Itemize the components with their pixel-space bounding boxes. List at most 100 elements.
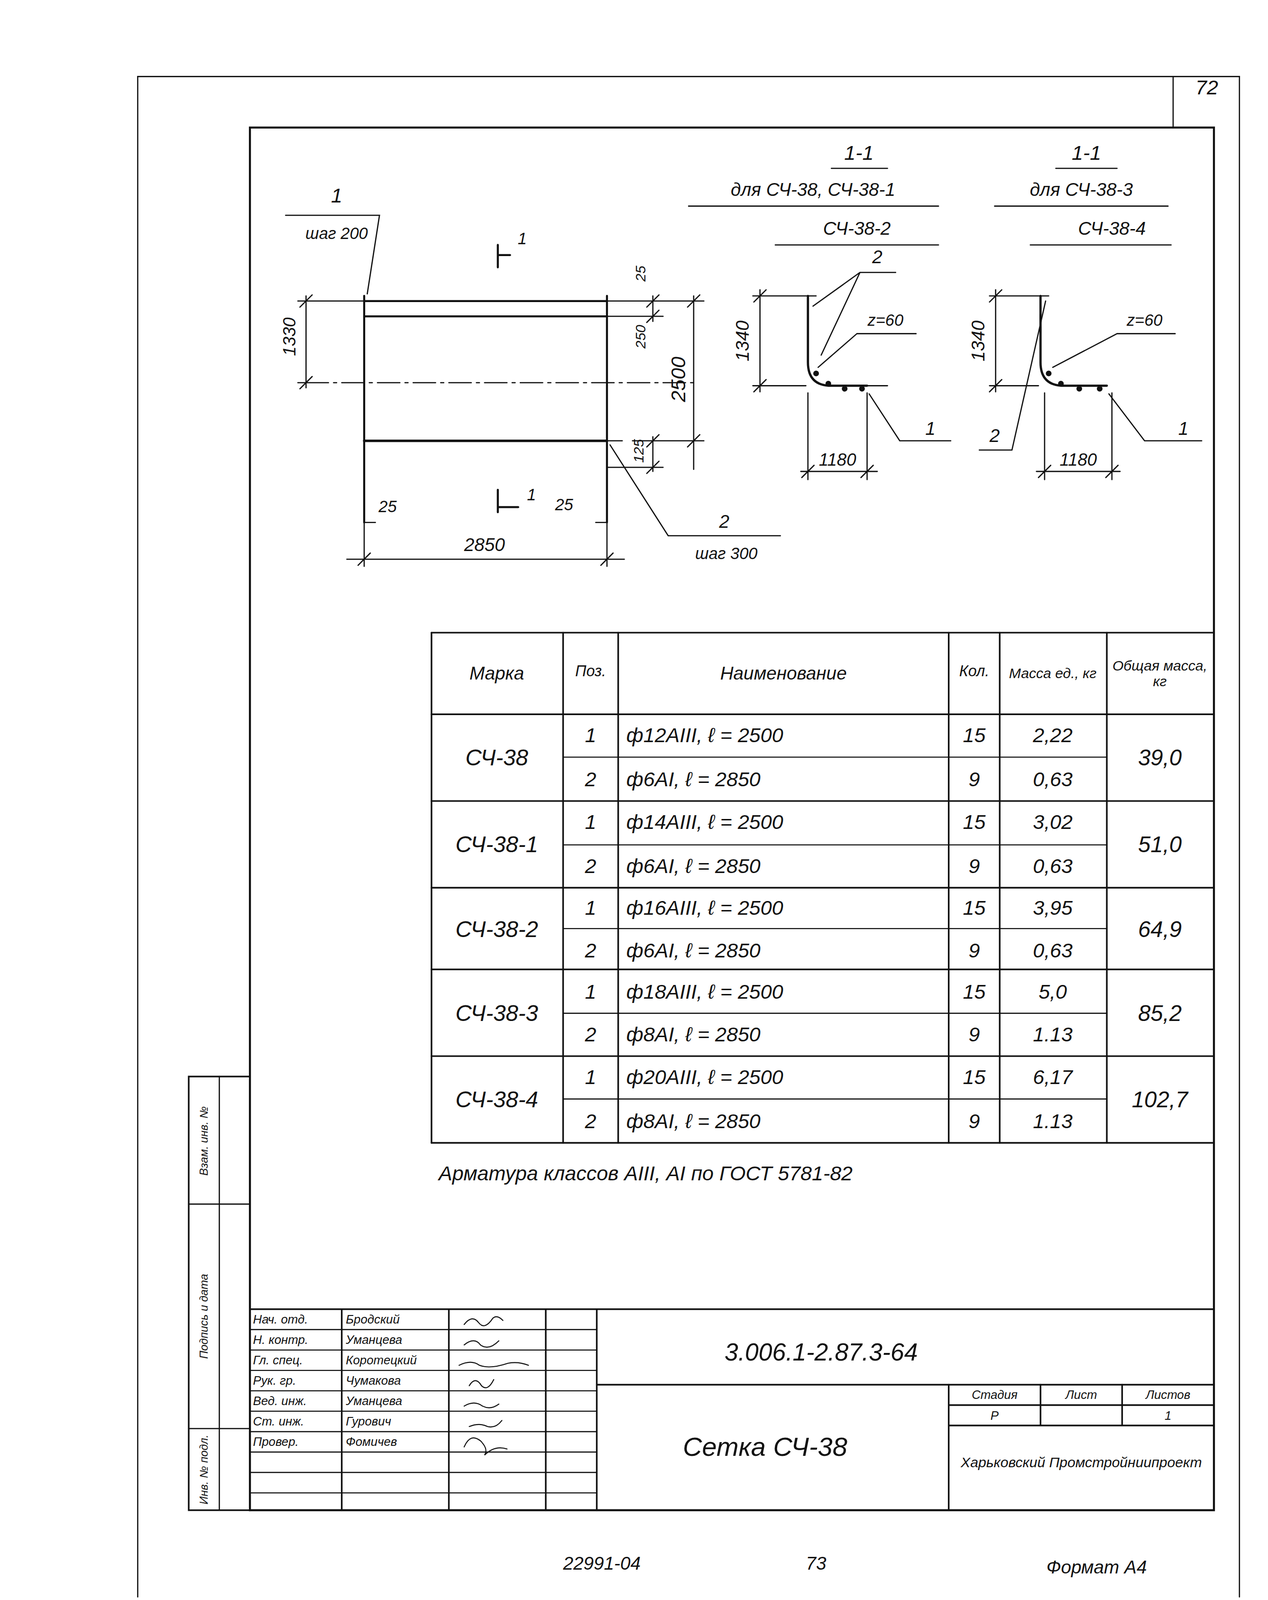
table-cell: ф6АI, ℓ = 2850: [626, 768, 761, 791]
table-cell: 0,63: [1032, 939, 1073, 963]
table-cell: 15: [963, 811, 986, 834]
title-block-text: Вед. инж.: [253, 1394, 307, 1408]
drawing-line: [341, 1309, 598, 1511]
drawing-line: [842, 386, 847, 391]
drawing-line: [249, 1309, 1214, 1385]
title-block-text: Уманцева: [345, 1332, 403, 1347]
title-block-text: Листов: [1145, 1387, 1191, 1402]
title-block-text: 22991-04: [562, 1552, 641, 1574]
table-cell: 2: [585, 1110, 597, 1133]
section-left: [688, 168, 951, 480]
table-cell: 2: [585, 854, 597, 878]
title-block-text: Харьковский Промстройниипроект: [953, 1454, 1209, 1471]
table-cell: 1: [585, 1066, 597, 1089]
drawing-line: [299, 294, 313, 389]
drawing-line: [1097, 386, 1102, 391]
table-cell: 9: [968, 854, 980, 878]
table-cell: 9: [968, 768, 980, 791]
table-cell: 2,22: [1032, 724, 1073, 747]
table-cell: 39,0: [1138, 745, 1182, 771]
title-block-text: 1: [1164, 1408, 1172, 1422]
drawing-line: [297, 301, 365, 383]
dimension-label: 1: [330, 184, 343, 207]
title-block-text: Взам. инв. №: [197, 1105, 211, 1176]
drawing-line: [364, 439, 607, 442]
dimension-label: СЧ-38-2: [823, 218, 892, 239]
drawing-line: [859, 386, 864, 391]
drawing-line: [562, 757, 1107, 1100]
drawing-line: [948, 1384, 1214, 1511]
table-cell: 15: [963, 980, 986, 1003]
title-block-text: Лист: [1065, 1387, 1097, 1402]
drawing-line: [753, 295, 888, 386]
title-block-text: Ст. инж.: [253, 1414, 305, 1428]
table-cell: 1.13: [1032, 1023, 1073, 1046]
table-cell: 1.13: [1032, 1110, 1073, 1133]
drawing-line: [979, 301, 1046, 451]
dimension-label: 1: [925, 418, 936, 439]
title-block-text: 3.006.1-2.87.3-64: [724, 1338, 918, 1366]
drawing-line: [989, 289, 1002, 392]
drawing-line: [188, 1076, 250, 1511]
dimension-label: 1: [517, 229, 527, 249]
title-block-text: Инв. № подл.: [197, 1434, 211, 1505]
drawing-line: [137, 76, 1240, 1597]
drawing-line: [431, 632, 1214, 1143]
drawing-line: [800, 392, 878, 480]
dimension-label: 250: [632, 324, 649, 349]
table-cell: ф12АIII, ℓ = 2500: [626, 724, 784, 747]
table-cell: ф6АI, ℓ = 2850: [626, 939, 761, 963]
dimension-label: 25: [378, 498, 397, 517]
table-cell: 15: [963, 724, 986, 747]
dimension-label: 1: [1178, 418, 1189, 439]
title-block-text: Коротецкий: [345, 1353, 417, 1367]
table-cell: 5,0: [1038, 980, 1067, 1003]
table-cell: 6,17: [1032, 1066, 1073, 1089]
drawing-line: [346, 552, 625, 566]
drawing-line: [459, 1362, 529, 1368]
dimension-label: 1: [526, 486, 536, 505]
drawing-line: [1036, 392, 1121, 480]
title-block-text: Бродский: [345, 1312, 400, 1326]
table-cell: 15: [963, 896, 986, 919]
title-block-text: Р: [990, 1408, 999, 1422]
dimension-label: 25: [632, 265, 649, 282]
table-cell: Марка: [469, 663, 524, 684]
dimension-label: 1340: [732, 320, 754, 362]
drawing-line: [249, 127, 1214, 1511]
table-cell: 1: [585, 980, 597, 1003]
drawing-line: [469, 1420, 503, 1427]
dimension-label: 125: [630, 439, 647, 463]
drawing-line: [464, 1340, 499, 1347]
drawing-line: [364, 521, 607, 524]
dimension-label: 1-1: [844, 141, 874, 165]
title-block-text: Формат А4: [1046, 1557, 1148, 1578]
drawing-line: [497, 489, 519, 513]
drawing-line: [188, 1076, 250, 1511]
drawing-line: [646, 294, 660, 323]
drawing-line: [1076, 386, 1082, 391]
table-cell: 3,02: [1032, 811, 1073, 834]
drawing-line: [1040, 295, 1107, 386]
table-cell: СЧ-38-1: [455, 832, 538, 857]
table-cell: ф20АIII, ℓ = 2500: [626, 1066, 784, 1089]
signatures: [459, 1316, 529, 1456]
title-block-text: Н. контр.: [253, 1332, 309, 1347]
drawing-title: Сетка СЧ-38: [682, 1432, 848, 1461]
drawing-line: [989, 295, 1049, 386]
table-cell: 9: [968, 1110, 980, 1133]
drawing-line: [364, 301, 607, 317]
table-cell: 1: [585, 896, 597, 919]
table-cell: 2: [585, 1023, 597, 1046]
drawing-line: [305, 382, 694, 384]
table-cell: ф14АIII, ℓ = 2500: [626, 811, 784, 834]
title-block-text: Уманцева: [345, 1394, 403, 1408]
drawing-line: [469, 1379, 495, 1388]
plan-drawing: [285, 215, 781, 567]
drawing-line: [285, 215, 380, 295]
note-text: Арматура классов АIII, АI по ГОСТ 5781-8…: [438, 1162, 853, 1185]
dimension-label: 2: [719, 511, 730, 532]
table-cell: ф8АI, ℓ = 2850: [626, 1023, 761, 1046]
table-cell: СЧ-38-3: [455, 1001, 538, 1026]
drawing-line: [826, 381, 831, 386]
